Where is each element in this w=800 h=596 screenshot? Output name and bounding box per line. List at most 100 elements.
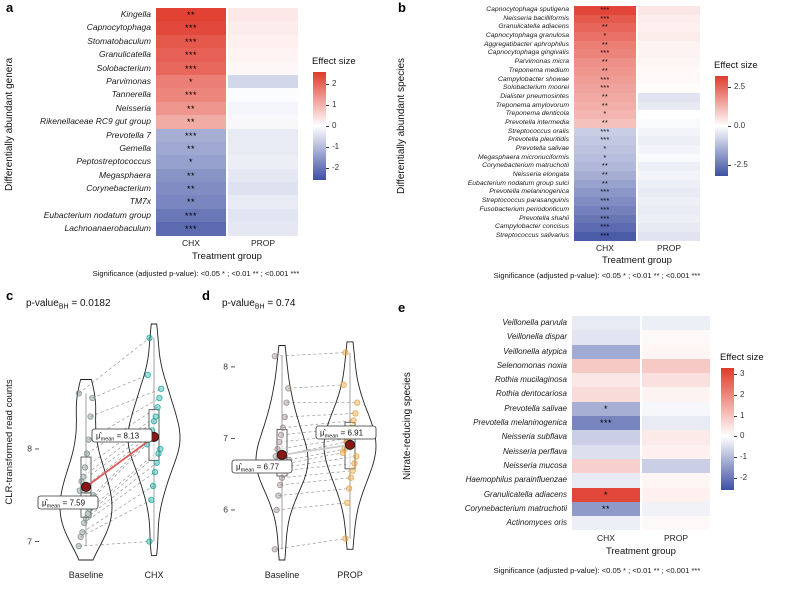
heatmap-row: Lachnoanaerobaculum*** [26, 222, 298, 236]
heatmap-cell-prop [642, 330, 710, 345]
heatmap-cell-chx: *** [574, 197, 636, 206]
heatmap-cell-chx: *** [574, 127, 636, 137]
heatmap-cell-prop [228, 34, 298, 49]
legend-tick-label: -1 [740, 451, 748, 461]
panel-b-y-axis-title: Differentially abundant species [396, 58, 407, 195]
panel-a-letter: a [6, 0, 14, 15]
x-category-label: Baseline [265, 570, 300, 580]
heatmap-cell-chx: *** [156, 61, 226, 75]
significance-stars: *** [600, 215, 610, 223]
heatmap-cell-prop [638, 162, 700, 172]
significance-stars: *** [184, 130, 197, 141]
row-label: Capnocytophaga gingivalis [487, 49, 569, 57]
heatmap-row: Megasphaera micronuciformis* [414, 153, 700, 163]
heatmap-cell-prop [228, 88, 298, 102]
heatmap-cell-prop [642, 430, 710, 445]
heatmap-cell-chx: ** [574, 40, 636, 50]
legend-tick-label: 2 [740, 389, 745, 399]
row-label: Prevotella salivae [504, 403, 567, 413]
heatmap-cell-prop [638, 214, 700, 224]
significance-stars: *** [599, 418, 612, 429]
legend-tick-label: 1 [740, 410, 745, 420]
data-point [85, 436, 92, 443]
data-point [158, 385, 165, 392]
data-point [154, 404, 161, 411]
significance-stars: *** [600, 76, 610, 84]
heatmap-cell-prop [638, 92, 700, 102]
row-label: Neisseria subflava [501, 432, 567, 442]
heatmap-cell-chx: * [572, 401, 640, 417]
row-label: Neisseria elongata [512, 171, 569, 179]
heatmap-cell-prop [228, 155, 298, 169]
heatmap-cell-prop [638, 75, 700, 85]
legend-title: Effect size [720, 352, 764, 363]
violin-outline [255, 345, 309, 561]
mean-label-box [315, 425, 377, 440]
heatmap-cell-prop [638, 49, 700, 59]
row-label: Veillonella atypica [503, 346, 567, 356]
row-label: Eubacterium nodatum group [43, 209, 151, 220]
row-label: Prevotella melaninogenica [473, 418, 567, 428]
heatmap-cell-prop [638, 136, 700, 145]
data-point [152, 413, 159, 420]
row-label: Capnocytophaga granulosa [485, 32, 569, 40]
row-label: Prevotella shahii [519, 214, 569, 222]
significance-stars: ** [186, 170, 195, 181]
heatmap-cell-chx [572, 373, 640, 388]
heatmap-row: Parvimonas* [26, 74, 298, 89]
heatmap-cell-chx: ** [574, 66, 636, 76]
row-label: Corynebacterium matruchotii [464, 503, 567, 513]
row-label: Kingella [120, 9, 151, 19]
heatmap-cell-prop [638, 40, 700, 50]
mean-label-box [37, 495, 99, 510]
significance-stars: ** [186, 197, 195, 208]
heatmap-row: Capnocytophaga gingivalis*** [414, 49, 700, 59]
row-label: Prevotella pleuritidis [508, 136, 569, 144]
heatmap-row: Treponema amylovorum** [414, 101, 700, 111]
significance-stars: *** [184, 50, 197, 61]
data-point [271, 353, 278, 360]
heatmap-row: Veillonella parvula [422, 316, 710, 331]
heatmap-cell-chx: ** [574, 23, 636, 33]
heatmap-row: Neisseria bacilliformis*** [414, 14, 700, 24]
row-label: Campylobacter showae [497, 75, 569, 83]
data-point [279, 424, 287, 431]
heatmap-row: Prevotella salivae* [414, 145, 700, 154]
legend-tick-label: 2.5 [734, 81, 746, 91]
x-category-label: PROP [337, 570, 363, 580]
row-label: Haemophilus parainfluenzae [465, 475, 567, 485]
heatmap-cell-chx: *** [156, 208, 226, 223]
row-label: Corynebacterium [86, 183, 151, 194]
heatmap-cell-prop [642, 516, 710, 531]
row-label: Veillonella dispar [506, 332, 567, 342]
heatmap-cell-chx: *** [574, 136, 636, 145]
heatmap-cell-prop [642, 401, 710, 417]
heatmap-row: Capnocytophaga*** [26, 21, 298, 35]
row-label: Rothia mucilaginosa [494, 375, 567, 385]
heatmap-cell-prop [642, 358, 710, 374]
pair-line [85, 462, 157, 519]
legend-tick-mark [734, 436, 737, 438]
heatmap-row: Stomatobaculum*** [26, 34, 298, 49]
pair-line [284, 413, 356, 418]
pair-line [92, 439, 149, 496]
row-label: Solobacterium [96, 62, 151, 73]
row-label: Parvimonas [106, 75, 151, 86]
heatmap-cell-prop [228, 8, 298, 22]
significance-stars: ** [601, 41, 609, 49]
significance-stars: * [603, 403, 608, 414]
heatmap-cell-prop [638, 179, 700, 189]
data-point [349, 467, 356, 474]
row-label: Megasphaera micronuciformis [477, 153, 569, 161]
row-label: Veillonella parvula [502, 318, 567, 327]
panel-e-col-label-prop: PROP [663, 533, 689, 543]
data-point [274, 446, 281, 453]
data-point [79, 529, 86, 536]
heatmap-row: Corynebacterium matruchotii** [422, 501, 710, 517]
heatmap-cell-chx: *** [156, 128, 226, 142]
heatmap-row: Prevotella melaninogenica *** [422, 416, 710, 431]
heatmap-cell-chx: *** [574, 231, 636, 241]
p-value-label: p-valueBH = 0.0182 [26, 298, 111, 311]
heatmap-row: Granulicatella adiacens** [414, 23, 700, 33]
pair-line [280, 477, 351, 486]
